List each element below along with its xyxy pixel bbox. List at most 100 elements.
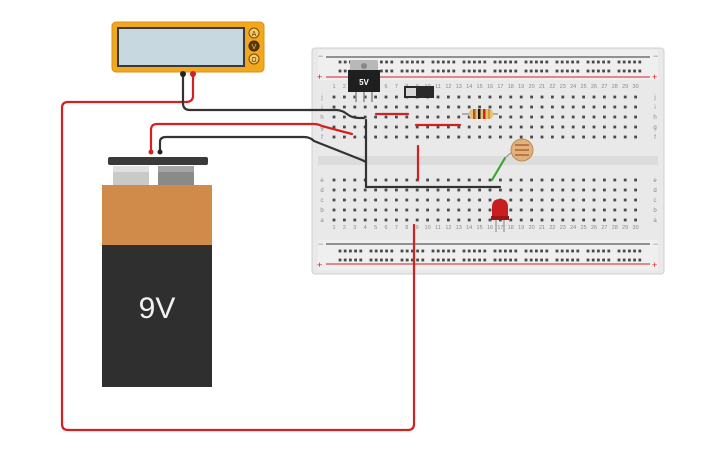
hole-g-12[interactable] [447, 125, 450, 129]
hole-b-10[interactable] [426, 208, 429, 212]
hole-b-21[interactable] [540, 208, 544, 212]
hole-e-15[interactable] [478, 178, 481, 182]
rail-hole-1-30[interactable] [524, 69, 528, 73]
hole-b-7[interactable] [395, 208, 398, 212]
hole-e-30[interactable] [634, 178, 637, 182]
hole-h-14[interactable] [467, 115, 471, 119]
hole-g-3[interactable] [353, 125, 357, 129]
rail-hole-0-10[interactable] [400, 60, 404, 64]
hole-b-8[interactable] [405, 208, 409, 212]
hole-f-8[interactable] [405, 135, 409, 139]
probe-socket-black[interactable] [180, 71, 186, 77]
hole-f-23[interactable] [561, 135, 565, 139]
rail-hole-1-11[interactable] [405, 69, 409, 73]
hole-d-8[interactable] [405, 188, 409, 192]
hole-c-4[interactable] [363, 198, 367, 202]
rail-hole-2-28[interactable] [509, 249, 512, 253]
rail-hole-0-17[interactable] [442, 60, 445, 64]
rail-hole-0-37[interactable] [566, 60, 569, 64]
hole-d-14[interactable] [467, 188, 471, 192]
hole-c-12[interactable] [447, 198, 450, 202]
rail-hole-1-27[interactable] [504, 69, 507, 73]
rail-hole-1-46[interactable] [622, 69, 626, 73]
hole-h-23[interactable] [561, 115, 565, 119]
hole-c-11[interactable] [436, 198, 440, 202]
hole-j-19[interactable] [519, 95, 523, 99]
rail-hole-1-41[interactable] [591, 69, 595, 73]
hole-g-6[interactable] [384, 125, 388, 129]
hole-e-16[interactable] [488, 178, 492, 182]
hole-j-2[interactable] [343, 95, 346, 99]
rail-hole-0-15[interactable] [431, 60, 435, 64]
hole-i-22[interactable] [551, 105, 554, 109]
rail-hole-0-38[interactable] [571, 60, 574, 64]
hole-h-17[interactable] [499, 115, 502, 119]
rail-hole-0-31[interactable] [529, 60, 533, 64]
rail-hole-1-44[interactable] [607, 69, 611, 73]
hole-h-26[interactable] [592, 115, 596, 119]
hole-g-22[interactable] [551, 125, 554, 129]
hole-c-7[interactable] [395, 198, 398, 202]
rail-hole-0-41[interactable] [591, 60, 595, 64]
rail-hole-1-12[interactable] [411, 69, 414, 73]
hole-c-2[interactable] [343, 198, 346, 202]
hole-j-6[interactable] [384, 95, 388, 99]
rail-hole-0-42[interactable] [597, 60, 600, 64]
hole-g-2[interactable] [343, 125, 346, 129]
hole-i-4[interactable] [363, 105, 367, 109]
rail-hole-3-23[interactable] [478, 258, 481, 262]
hole-j-30[interactable] [634, 95, 637, 99]
hole-f-7[interactable] [395, 135, 398, 139]
rail-hole-0-47[interactable] [628, 60, 631, 64]
hole-f-27[interactable] [603, 135, 606, 139]
wire-green-jumper[interactable] [490, 156, 507, 182]
hole-f-30[interactable] [634, 135, 637, 139]
hole-f-15[interactable] [478, 135, 481, 139]
hole-b-29[interactable] [623, 208, 627, 212]
rail-hole-1-26[interactable] [498, 69, 502, 73]
rail-hole-1-45[interactable] [617, 69, 621, 73]
hole-i-21[interactable] [540, 105, 544, 109]
hole-g-1[interactable] [332, 125, 336, 129]
hole-j-23[interactable] [561, 95, 565, 99]
hole-h-8[interactable] [405, 115, 409, 119]
rail-hole-3-30[interactable] [524, 258, 528, 262]
hole-j-14[interactable] [467, 95, 471, 99]
rail-hole-3-41[interactable] [591, 258, 595, 262]
hole-e-6[interactable] [384, 178, 388, 182]
rail-hole-2-35[interactable] [555, 249, 559, 253]
hole-a-22[interactable] [551, 218, 554, 222]
rail-hole-0-44[interactable] [607, 60, 611, 64]
hole-a-25[interactable] [582, 218, 585, 222]
hole-c-8[interactable] [405, 198, 409, 202]
rail-hole-3-48[interactable] [633, 258, 636, 262]
rail-hole-3-44[interactable] [607, 258, 611, 262]
rail-hole-2-0[interactable] [338, 249, 342, 253]
hole-i-10[interactable] [426, 105, 429, 109]
hole-c-5[interactable] [374, 198, 377, 202]
hole-d-1[interactable] [332, 188, 336, 192]
hole-h-18[interactable] [509, 115, 513, 119]
hole-e-14[interactable] [467, 178, 471, 182]
hole-b-16[interactable] [488, 208, 492, 212]
rail-hole-2-49[interactable] [638, 249, 642, 253]
hole-e-19[interactable] [519, 178, 523, 182]
rail-hole-2-38[interactable] [571, 249, 574, 253]
hole-c-26[interactable] [592, 198, 596, 202]
rail-hole-0-18[interactable] [447, 60, 450, 64]
rail-hole-3-34[interactable] [545, 258, 549, 262]
hole-b-15[interactable] [478, 208, 481, 212]
hole-c-1[interactable] [332, 198, 336, 202]
hole-i-26[interactable] [592, 105, 596, 109]
hole-a-24[interactable] [571, 218, 575, 222]
battery-clip-red[interactable] [148, 149, 154, 155]
hole-f-11[interactable] [436, 135, 440, 139]
rail-hole-2-46[interactable] [622, 249, 626, 253]
hole-h-13[interactable] [457, 115, 461, 119]
rail-hole-0-27[interactable] [504, 60, 507, 64]
rail-hole-2-36[interactable] [560, 249, 564, 253]
rail-hole-2-3[interactable] [354, 249, 357, 253]
hole-f-19[interactable] [519, 135, 523, 139]
hole-j-15[interactable] [478, 95, 481, 99]
hole-b-6[interactable] [384, 208, 388, 212]
